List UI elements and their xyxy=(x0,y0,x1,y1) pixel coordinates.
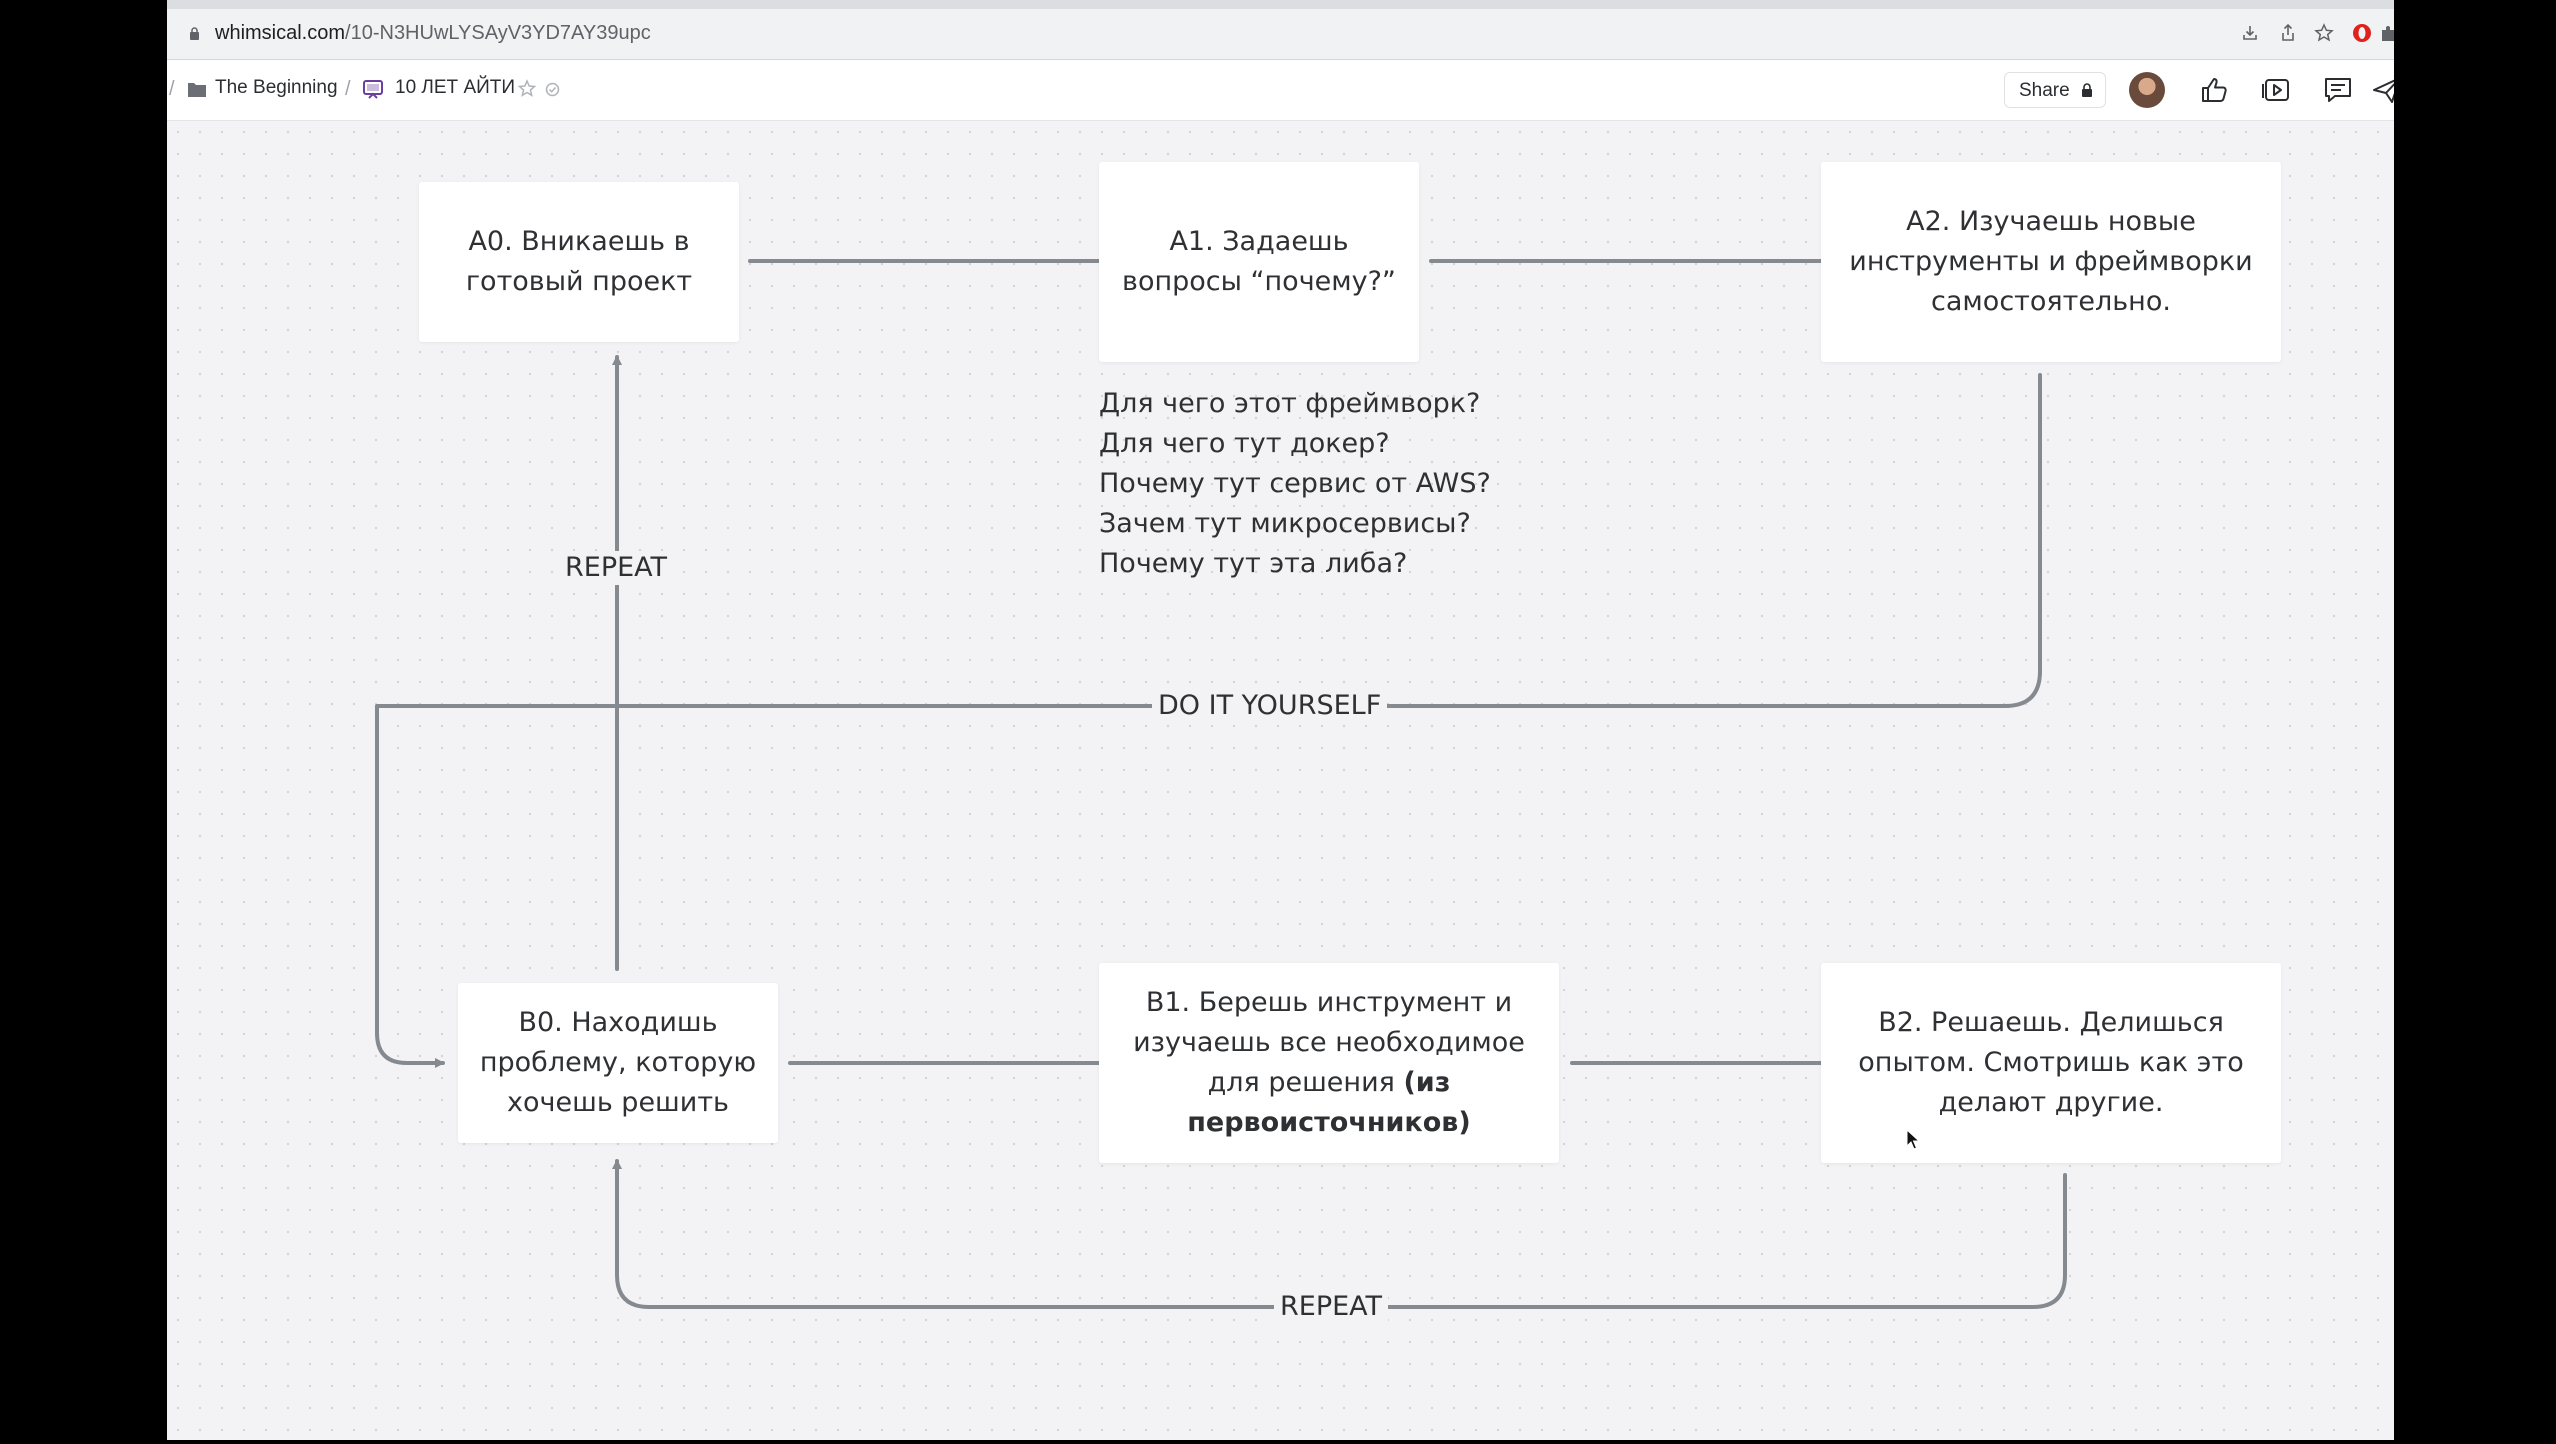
node-a2[interactable]: A2. Изучаешь новые инструменты и фреймво… xyxy=(1821,162,2281,362)
node-b1-text: B1. Берешь инструмент и изучаешь все нео… xyxy=(1133,987,1525,1098)
node-b0[interactable]: B0. Находишь проблему, которую хочешь ре… xyxy=(458,983,778,1143)
board-header: / The Beginning / 10 ЛЕТ АЙТИ Share xyxy=(167,60,2394,121)
folder-icon xyxy=(188,83,206,97)
node-b1[interactable]: B1. Берешь инструмент и изучаешь все нео… xyxy=(1099,963,1559,1163)
star-icon[interactable] xyxy=(2313,22,2335,44)
url-text[interactable]: whimsical.com/10-N3HUwLYSAyV3YD7AY39upc xyxy=(215,22,651,45)
breadcrumb-separator: / xyxy=(169,78,175,100)
url-path: /10-N3HUwLYSAyV3YD7AY39upc xyxy=(345,22,651,44)
question-item: Почему тут эта либа? xyxy=(1099,548,1408,579)
question-item: Почему тут сервис от AWS? xyxy=(1099,468,1491,499)
board-icon xyxy=(363,80,383,99)
browser-address-bar[interactable]: whimsical.com/10-N3HUwLYSAyV3YD7AY39upc xyxy=(167,9,2394,60)
extensions-icon[interactable] xyxy=(2378,22,2394,44)
connector-label-repeat-bottom[interactable]: REPEAT xyxy=(1274,1290,1389,1324)
question-item: Для чего тут докер? xyxy=(1099,428,1390,459)
url-domain: whimsical.com xyxy=(215,22,346,44)
lock-icon[interactable] xyxy=(189,27,200,40)
questions-list[interactable]: Для чего этот фреймворк? Для чего тут до… xyxy=(1099,384,1491,584)
node-b2[interactable]: B2. Решаешь. Делишься опытом. Смотришь к… xyxy=(1821,963,2281,1163)
connector-label-repeat-top[interactable]: REPEAT xyxy=(559,551,674,585)
comment-icon[interactable] xyxy=(2323,75,2353,105)
status-icon[interactable] xyxy=(545,82,560,97)
like-icon[interactable] xyxy=(2199,74,2231,106)
download-icon[interactable] xyxy=(2239,22,2261,44)
send-icon[interactable] xyxy=(2372,74,2394,106)
share-button[interactable]: Share xyxy=(2004,72,2106,108)
whiteboard-canvas[interactable]: A0. Вникаешь в готовый проект A1. Задаеш… xyxy=(167,121,2394,1440)
connector-b2-b0-repeat[interactable] xyxy=(612,1159,2067,1309)
connector-label-do-it-yourself[interactable]: DO IT YOURSELF xyxy=(1152,689,1388,723)
connector-a2-b0-do-it-yourself[interactable] xyxy=(375,373,2042,1068)
breadcrumb-separator: / xyxy=(345,78,351,100)
present-icon[interactable] xyxy=(2261,74,2293,106)
node-a1[interactable]: A1. Задаешь вопросы “почему?” xyxy=(1099,162,1419,362)
opera-icon[interactable] xyxy=(2351,22,2373,44)
favorite-star-icon[interactable] xyxy=(517,79,537,99)
browser-tab-strip xyxy=(167,0,2394,9)
node-a0[interactable]: A0. Вникаешь в готовый проект xyxy=(419,182,739,342)
question-item: Зачем тут микросервисы? xyxy=(1099,508,1471,539)
share-lock-icon xyxy=(2082,83,2092,97)
node-b1-bold-text: (из первоисточников) xyxy=(1187,1067,1471,1138)
breadcrumb-folder[interactable]: The Beginning xyxy=(215,77,338,98)
mouse-cursor-icon xyxy=(1906,1129,1921,1150)
share-button-label: Share xyxy=(2019,80,2070,101)
avatar[interactable] xyxy=(2129,72,2165,108)
whimsical-app: whimsical.com/10-N3HUwLYSAyV3YD7AY39upc … xyxy=(167,0,2394,1440)
board-title[interactable]: 10 ЛЕТ АЙТИ xyxy=(395,77,516,98)
share-icon[interactable] xyxy=(2277,22,2299,44)
question-item: Для чего этот фреймворк? xyxy=(1099,388,1481,419)
